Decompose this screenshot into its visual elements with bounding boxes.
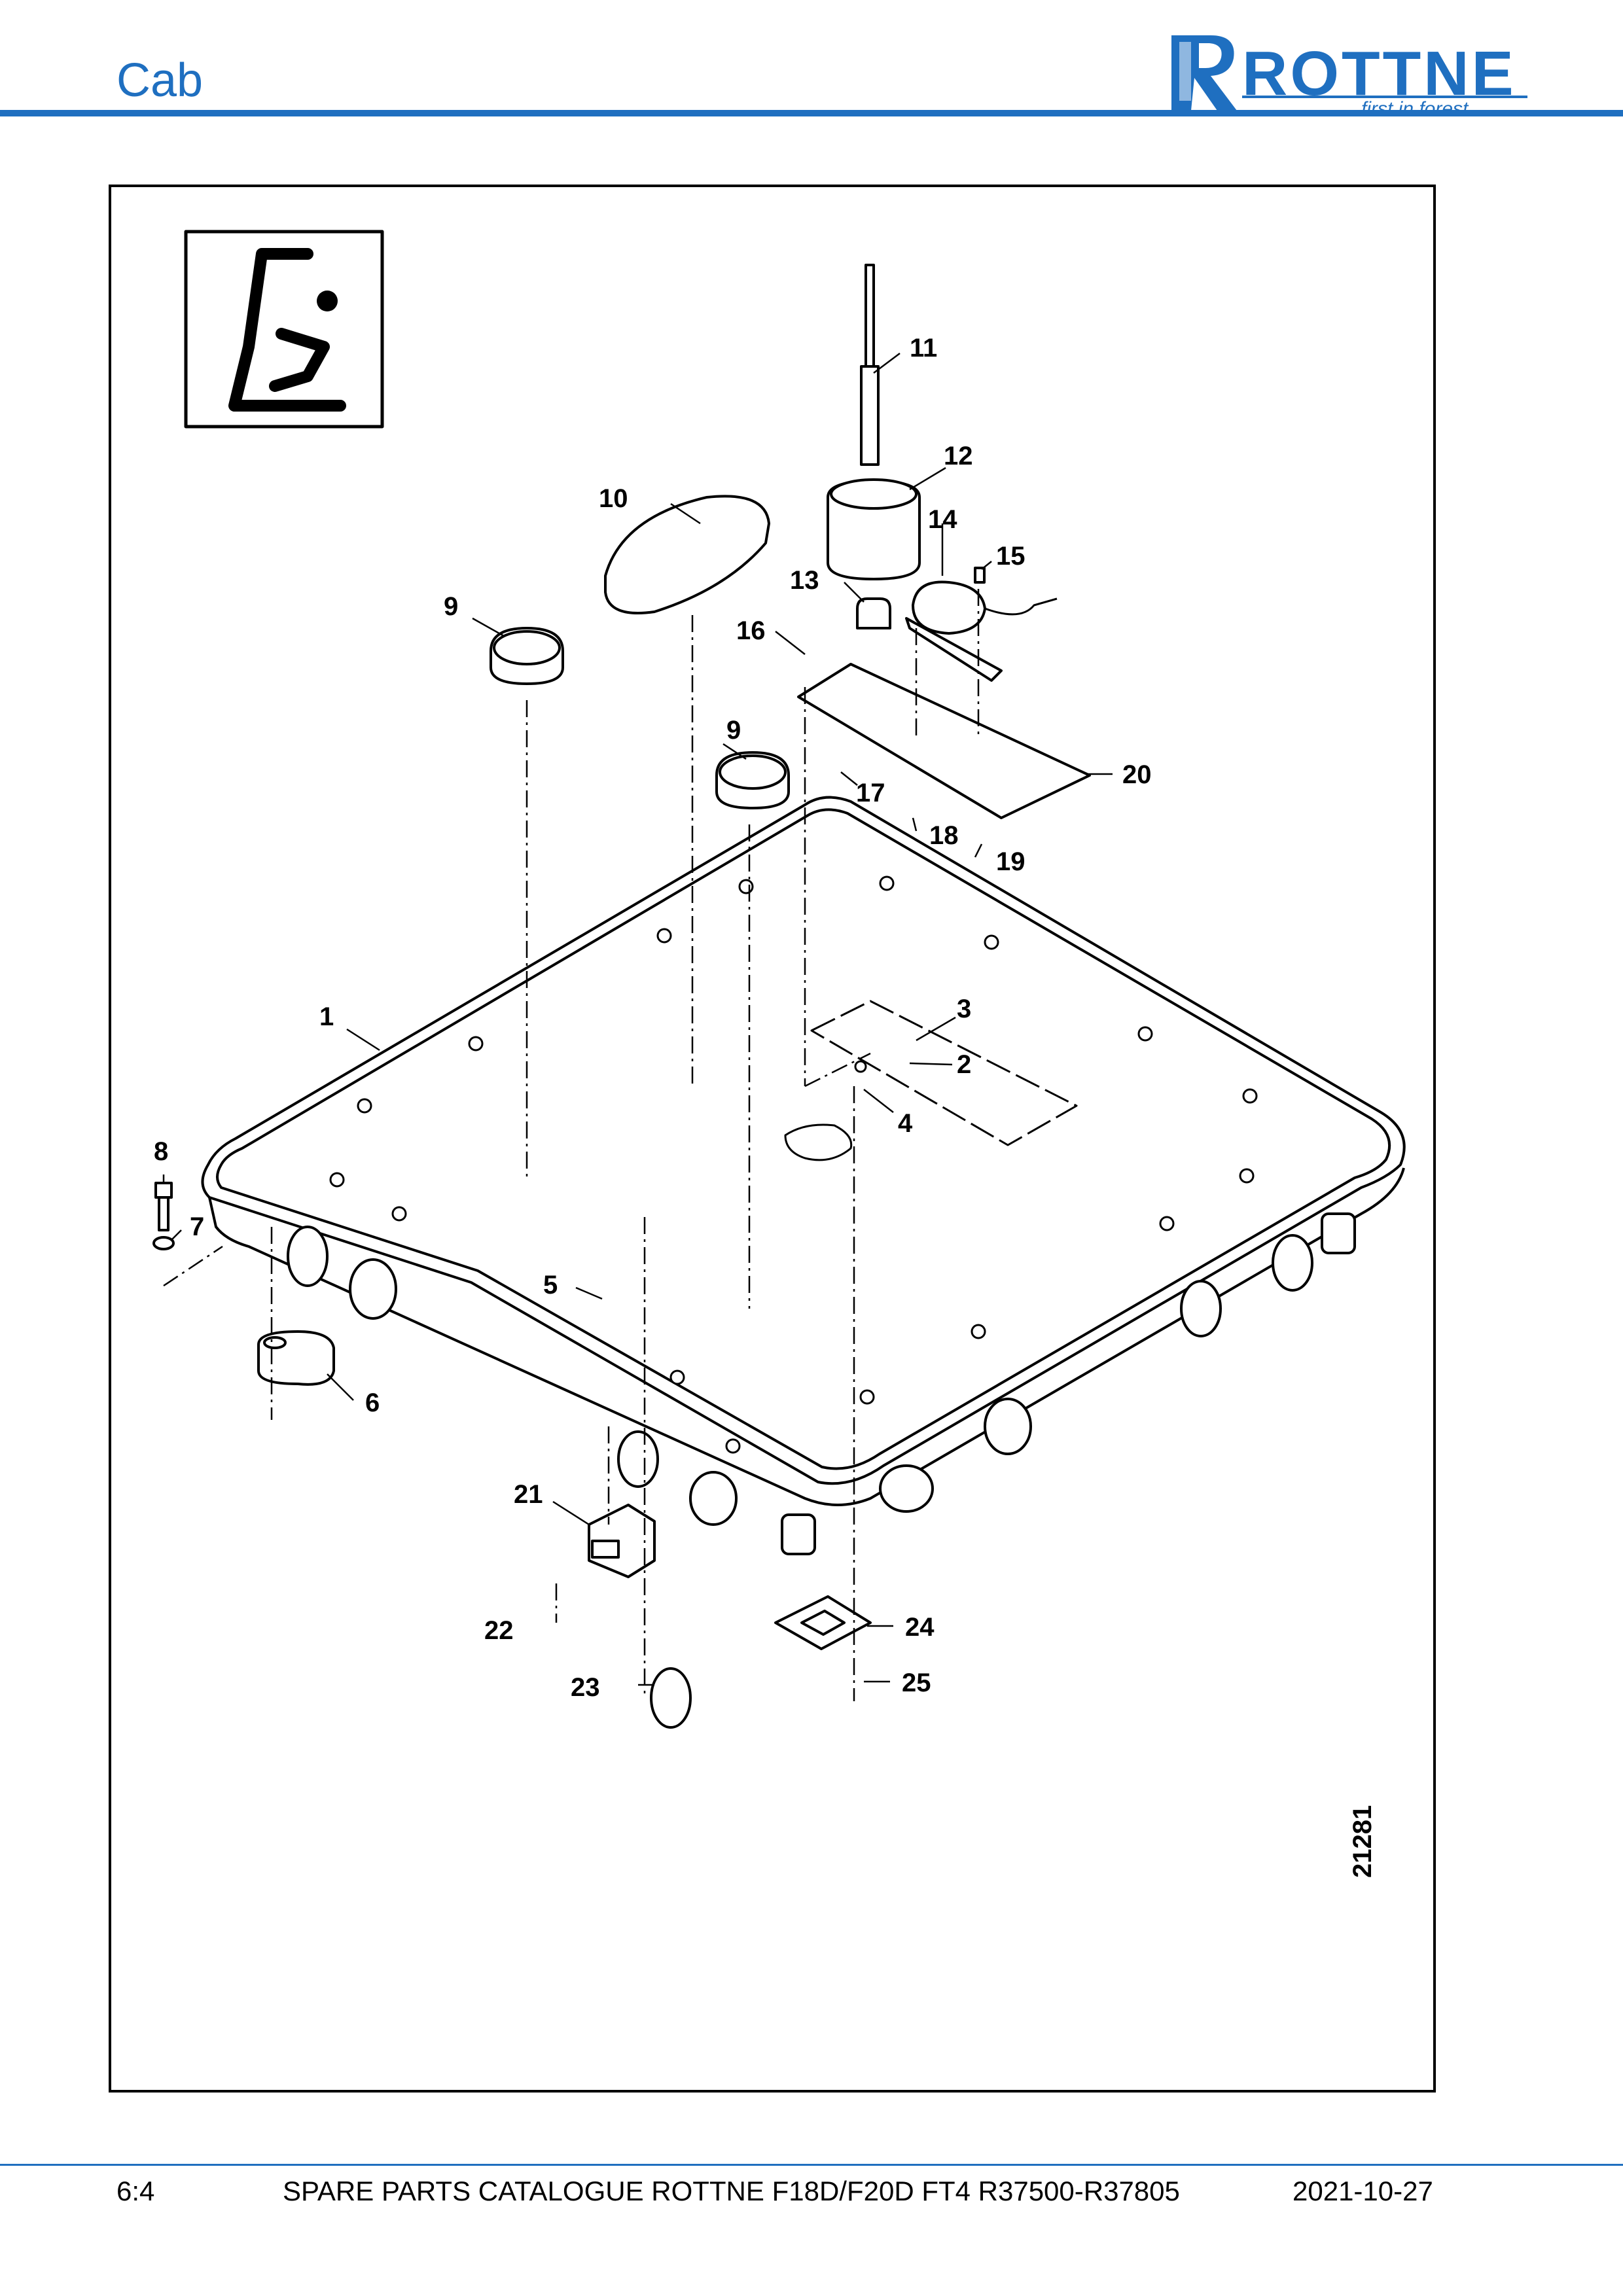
catalogue-title: SPARE PARTS CATALOGUE ROTTNE F18D/F20D F… [283, 2176, 1180, 2206]
callout-4: 4 [898, 1109, 913, 1138]
side-lights [287, 1212, 1356, 1555]
callout-20: 20 [1122, 760, 1152, 789]
dash-centerlines [163, 589, 980, 1701]
section-title: Cab [116, 54, 204, 107]
hatch-bracket-24 [774, 1595, 872, 1650]
callout-3: 3 [957, 995, 972, 1023]
shark-fin-antenna [604, 495, 770, 614]
callout-2: 2 [957, 1050, 972, 1079]
cab-roof-frame [201, 796, 1406, 1506]
roof-hatch-cutout [784, 1000, 1078, 1161]
switch-block-21 [588, 1504, 656, 1578]
rottne-logo: ROTTNE first in forest [1165, 26, 1531, 120]
callout-12: 12 [944, 442, 973, 470]
bolt-and-washer-8-7 [152, 1182, 175, 1250]
roof-mounting-nuts [329, 875, 1258, 1454]
footer-rule [0, 2164, 1623, 2166]
callout-11: 11 [910, 334, 938, 362]
gps-domes [490, 627, 790, 809]
callout-1: 1 [319, 1002, 334, 1031]
callout-9b: 9 [726, 716, 741, 745]
cab-icon-box [184, 230, 384, 429]
antenna-assembly [827, 264, 1058, 682]
page-number: 6:4 [116, 2176, 155, 2206]
callout-21: 21 [514, 1480, 543, 1509]
logo-underline [1242, 96, 1527, 98]
rubber-block-6 [257, 1330, 335, 1386]
callout-18: 18 [929, 821, 959, 850]
header-rule [0, 110, 1623, 116]
callout-8: 8 [154, 1137, 169, 1166]
rottne-r-emblem-icon [1171, 35, 1237, 111]
callout-5: 5 [543, 1271, 558, 1299]
callout-14: 14 [928, 505, 957, 534]
mounting-plate [797, 663, 1091, 819]
callout-7: 7 [190, 1212, 205, 1241]
callout-25: 25 [902, 1669, 931, 1697]
callout-13: 13 [790, 566, 819, 595]
callout-15: 15 [996, 542, 1026, 571]
drawing-number: 21281 [1348, 1805, 1377, 1878]
cab-seat-icon [228, 248, 346, 412]
callout-19: 19 [996, 847, 1026, 876]
callout-9a: 9 [444, 592, 459, 621]
mirror-23 [650, 1667, 692, 1729]
catalogue-date: 2021-10-27 [1293, 2176, 1433, 2206]
callout-6: 6 [365, 1388, 380, 1417]
leader-lines [162, 353, 1113, 1686]
callout-22: 22 [484, 1616, 514, 1645]
callout-24: 24 [905, 1613, 935, 1642]
callout-16: 16 [736, 616, 766, 645]
callout-17: 17 [856, 779, 885, 807]
drawing-frame [109, 185, 1436, 2093]
callout-10: 10 [599, 484, 628, 513]
callout-23: 23 [571, 1673, 600, 1702]
